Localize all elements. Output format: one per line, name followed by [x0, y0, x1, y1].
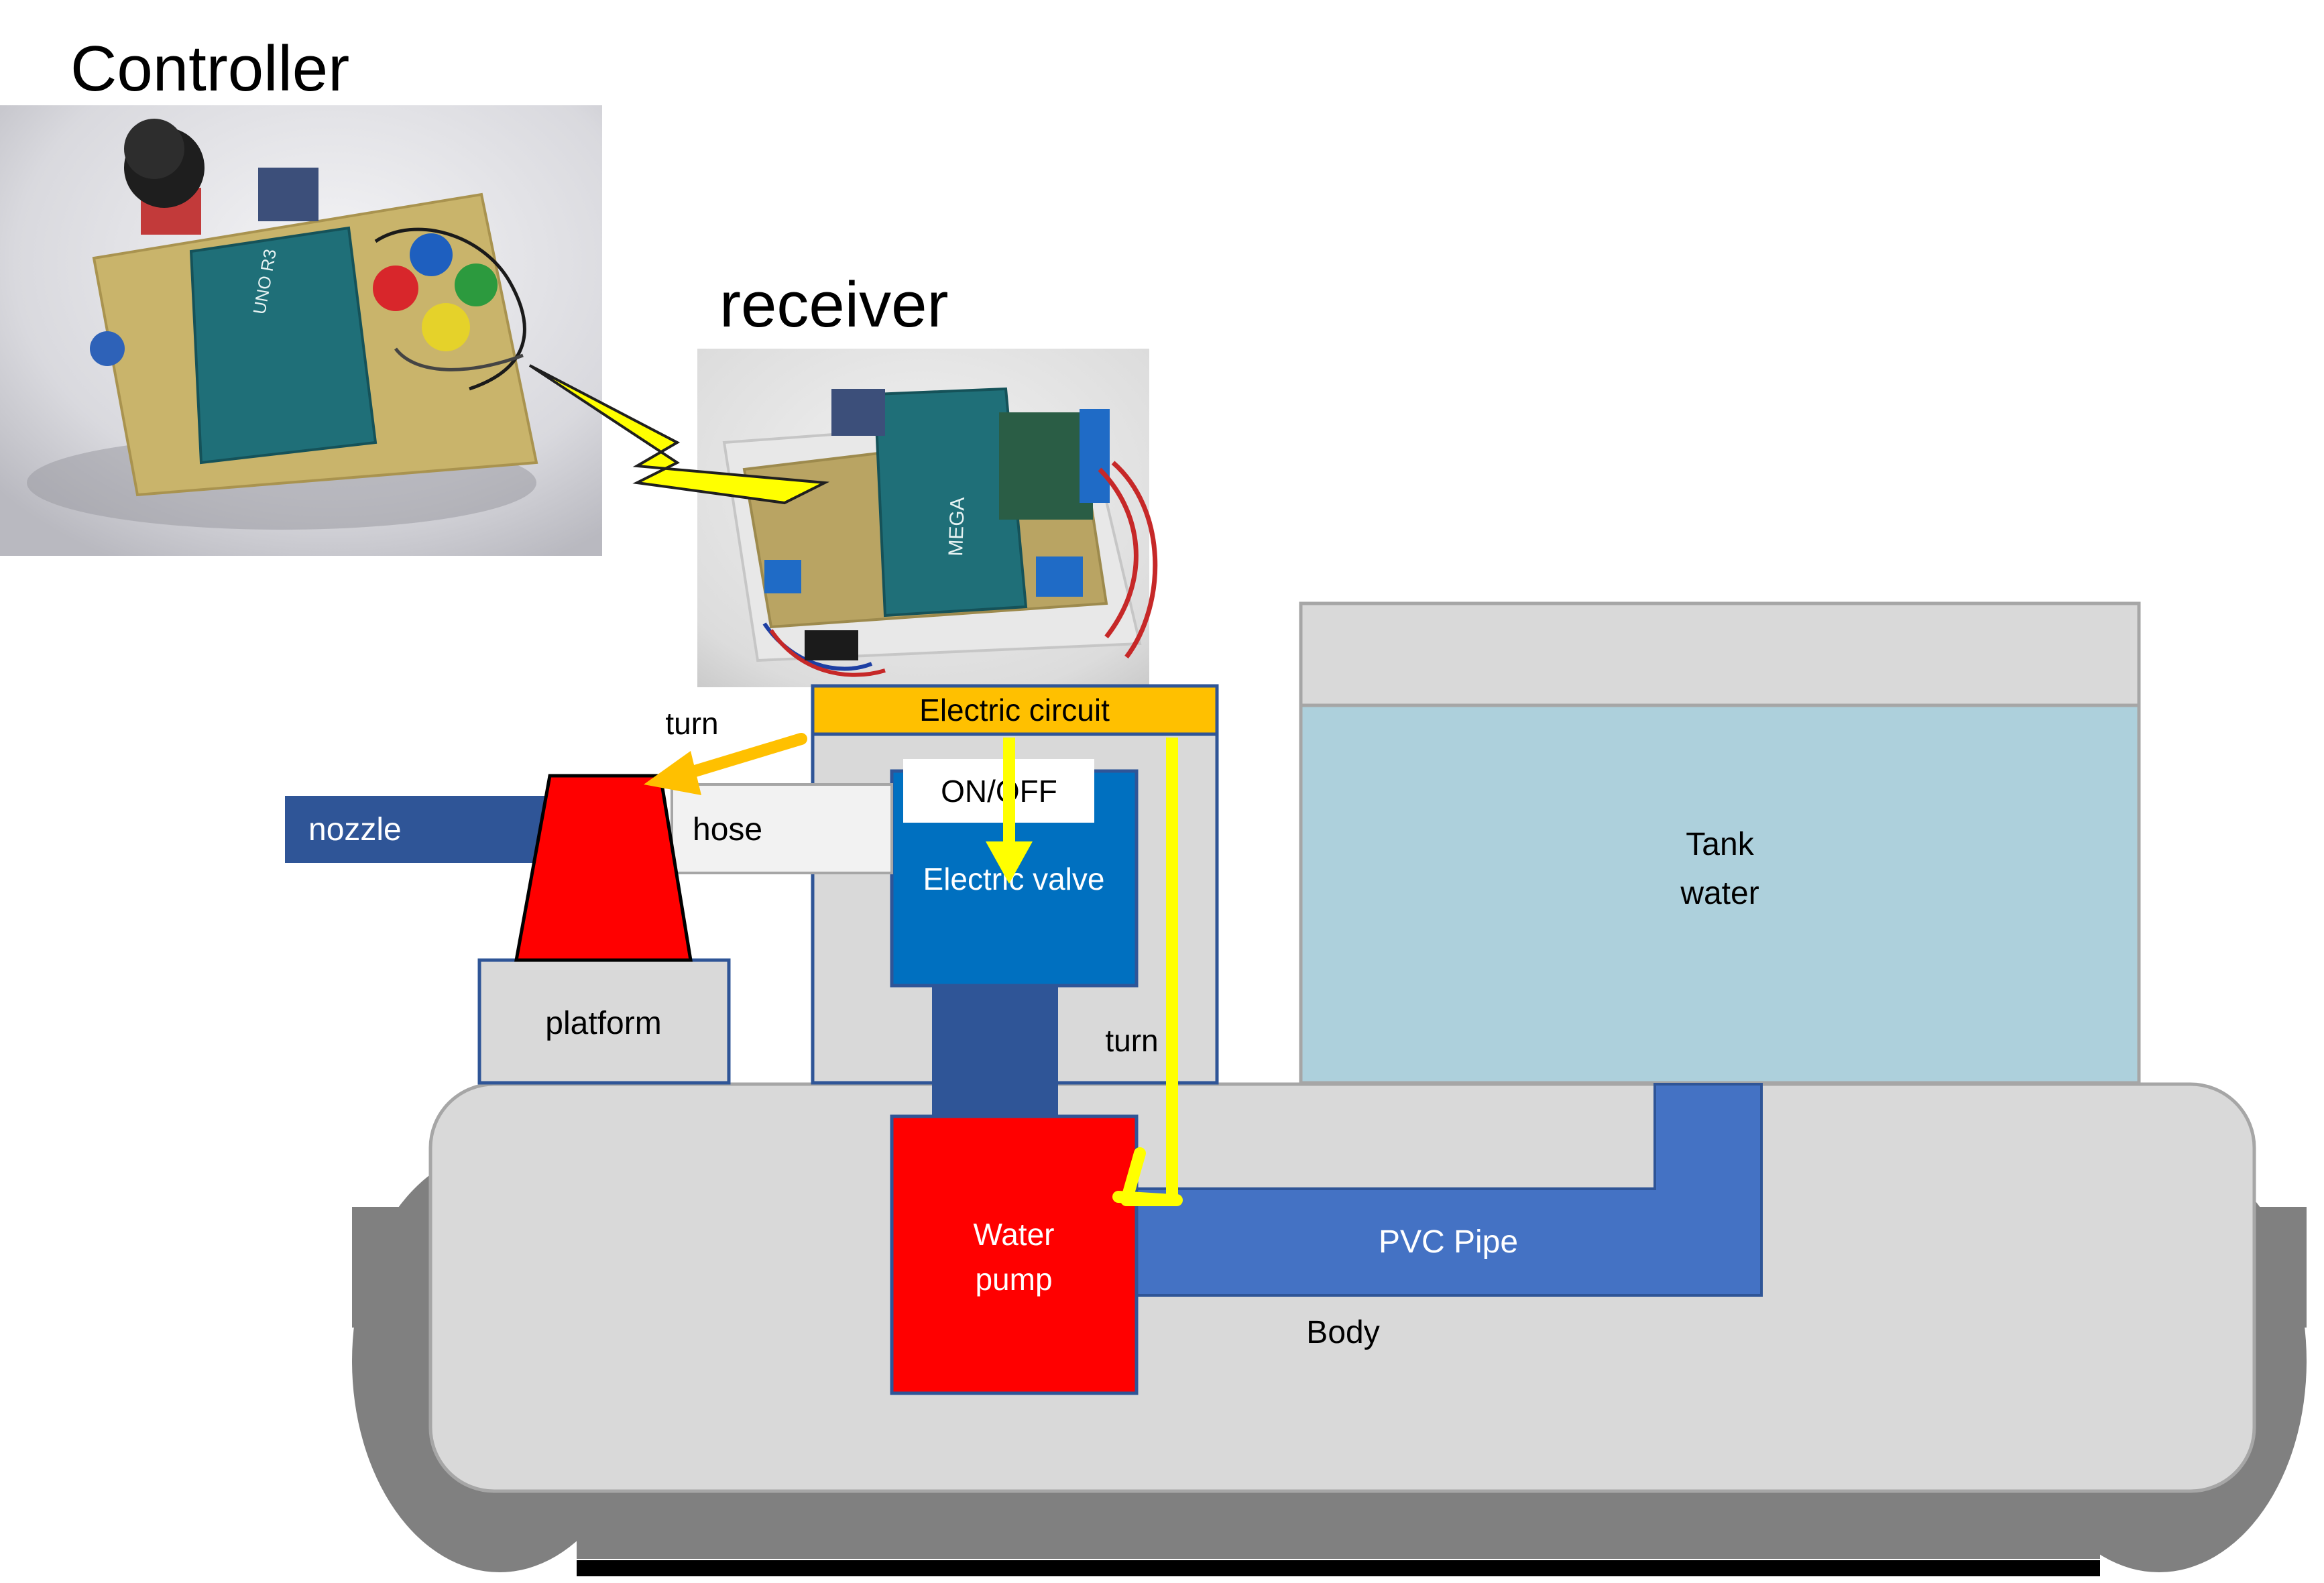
- red-button-icon: [373, 266, 418, 311]
- tank-label-line1: Tank: [1686, 827, 1754, 862]
- turn-arrow-head: [644, 751, 701, 795]
- track-ground-line: [577, 1560, 2100, 1576]
- pvc-pipe-label: PVC Pipe: [1379, 1224, 1518, 1260]
- tank-water: [1299, 703, 2141, 1085]
- hose-label: hose: [693, 812, 762, 847]
- receiver-photo: MEGA: [697, 349, 1158, 687]
- body-label: Body: [1306, 1315, 1379, 1350]
- tank-lid: [1299, 601, 2141, 707]
- turret: [514, 774, 693, 962]
- platform-label: platform: [545, 1006, 661, 1041]
- green-button-icon: [455, 263, 498, 306]
- controller-title: Controller: [70, 33, 349, 105]
- turn-side-label: turn: [1105, 1023, 1158, 1058]
- pump-signal-arrow-tip: [1112, 1191, 1178, 1206]
- nozzle: [285, 796, 559, 863]
- water-pump-label-line2: pump: [975, 1262, 1052, 1297]
- on-off-label: ON/OFF: [941, 774, 1057, 809]
- controller-photo: UNO R3: [0, 105, 602, 556]
- on-off-box: [903, 759, 1094, 823]
- receiver-board-label: MEGA: [945, 497, 969, 556]
- water-pump-label-line1: Water: [974, 1217, 1055, 1252]
- turn-arrow-shaft: [671, 733, 807, 782]
- electric-circuit-bar: [811, 684, 1219, 736]
- turn-top-label: turn: [665, 706, 718, 741]
- controller-arduino-board: [189, 226, 377, 465]
- electric-circuit-label: Electric circuit: [919, 693, 1110, 727]
- nozzle-label: nozzle: [308, 812, 402, 847]
- tank-label-line2: water: [1680, 876, 1759, 911]
- wireless-signal-icon: [528, 364, 830, 505]
- receiver-title: receiver: [719, 269, 948, 341]
- blue-button-icon: [410, 233, 453, 276]
- yellow-button-icon: [422, 303, 470, 351]
- hose: [671, 783, 893, 874]
- platform: [477, 958, 731, 1085]
- valve-pump-connector: [932, 986, 1058, 1116]
- track-bottom-band: [577, 1492, 2100, 1559]
- water-pump: [890, 1114, 1139, 1395]
- valve-signal-arrow-head: [986, 841, 1033, 884]
- receiver-arduino-board: [873, 387, 1028, 618]
